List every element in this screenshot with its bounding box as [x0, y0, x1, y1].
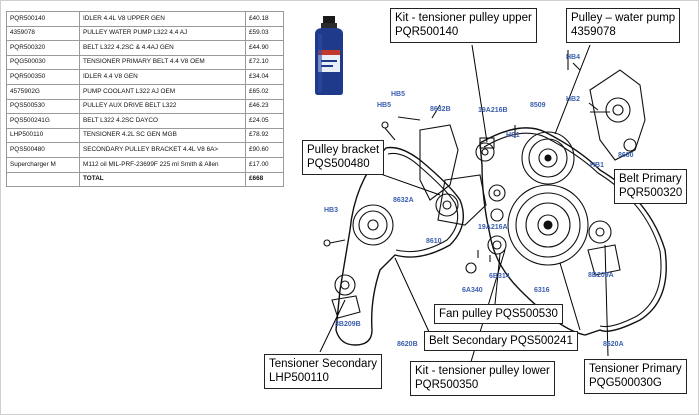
secondary-belt: [335, 146, 464, 346]
price-cell: £72.10: [245, 54, 284, 71]
description-cell: IDLER 4.4L V8 UPPER GEN: [79, 11, 246, 27]
label-8509: 8509: [530, 102, 546, 109]
description-cell: BELT L322 4.2SC & 4.4AJ GEN: [79, 40, 246, 56]
price-cell: £59.03: [245, 25, 284, 42]
price-cell: £46.23: [245, 98, 284, 115]
label-8620a: 8620A: [603, 341, 624, 348]
price-cell: £34.04: [245, 69, 284, 85]
water-pump-housing: [567, 50, 646, 161]
label-8620b: 8620B: [397, 341, 418, 348]
price-cell: £65.02: [245, 83, 284, 100]
label-hb2: HB2: [566, 96, 581, 103]
label-hs1: HS1: [506, 132, 520, 139]
primary-belt: [479, 127, 667, 336]
part-number-cell: 4575902G: [6, 83, 80, 100]
description-cell: IDLER 4.4 V8 GEN: [79, 69, 246, 85]
total-row: TOTAL£668: [6, 171, 284, 188]
oil-bottle-icon: [315, 16, 343, 95]
label-hb5-upper: HB5: [391, 91, 406, 98]
part-number-cell: PQG500030: [6, 54, 80, 71]
label-19a216a: 19A216A: [478, 224, 508, 231]
part-number-cell: PQR500350: [6, 69, 80, 85]
label-19a216b: 19A216B: [478, 107, 508, 114]
part-number-cell: PQS500530: [6, 98, 80, 115]
label-8632b: 8632B: [430, 106, 451, 113]
label-hb4: HB4: [566, 54, 581, 61]
label-hb1: HB1: [590, 162, 605, 169]
callout-belt-secondary: Belt Secondary PQS500241: [424, 331, 578, 352]
part-number-cell: Supercharger M: [6, 156, 80, 173]
description-cell: BELT L322 4.2SC DAYCO: [79, 113, 246, 129]
description-cell: PUMP COOLANT L322 AJ OEM: [79, 83, 246, 100]
total-empty-cell: [6, 171, 80, 188]
tensioner-primary: [587, 220, 621, 276]
price-cell: £24.05: [245, 113, 284, 129]
tensioner-secondary: [331, 274, 361, 319]
crank-pulley: [507, 184, 589, 266]
secondary-pulley: [352, 204, 394, 246]
fan-pulley-small: [488, 184, 506, 222]
description-cell: PULLEY WATER PUMP L322 4.4 AJ: [79, 25, 246, 42]
part-number-cell: PQS500480: [6, 142, 80, 158]
label-8632a: 8632A: [393, 197, 414, 204]
total-label: TOTAL: [79, 171, 246, 188]
description-cell: TENSIONER PRIMARY BELT 4.4 V8 OEM: [79, 54, 246, 71]
label-6a340: 6A340: [462, 287, 483, 294]
callout-fan-pulley: Fan pulley PQS500530: [434, 304, 563, 325]
price-cell: £90.60: [245, 142, 284, 158]
upper-idler-pulley: [475, 137, 495, 162]
belt-diagram: [319, 44, 667, 366]
total-value: £668: [245, 171, 284, 188]
label-8b209a: 8B209A: [588, 272, 614, 279]
description-cell: PULLEY AUX DRIVE BELT L322: [79, 98, 246, 115]
label-8610: 8610: [426, 238, 442, 245]
price-cell: £78.92: [245, 127, 284, 144]
fasteners: [323, 62, 599, 274]
part-number-cell: PQR500140: [6, 11, 80, 27]
description-cell: M112 oil MIL-PRF-23699F 225 ml Smith & A…: [79, 156, 246, 173]
price-cell: £40.18: [245, 11, 284, 27]
description-cell: TENSIONER 4.2L SC GEN MGB: [79, 127, 246, 144]
part-number-cell: PQR500320: [6, 40, 80, 56]
label-hb3: HB3: [324, 207, 339, 214]
water-pump-pulley: [521, 131, 575, 185]
label-6b314: 6B314: [489, 273, 510, 280]
lower-idler-pulley: [487, 235, 507, 255]
price-cell: £44.90: [245, 40, 284, 56]
label-8b209b: 8B209B: [335, 321, 361, 328]
description-cell: SECONDARY PULLEY BRACKET 4.4L V8 6A>: [79, 142, 246, 158]
part-number-cell: 4359078: [6, 25, 80, 42]
label-hb5-lower: HB5: [377, 102, 392, 109]
part-number-cell: PQS500241G: [6, 113, 80, 129]
label-8680: 8680: [618, 152, 634, 159]
label-6316: 6316: [534, 287, 550, 294]
price-cell: £17.00: [245, 156, 284, 173]
pulley-bracket: [397, 104, 487, 226]
part-number-cell: LHP500110: [6, 127, 80, 144]
